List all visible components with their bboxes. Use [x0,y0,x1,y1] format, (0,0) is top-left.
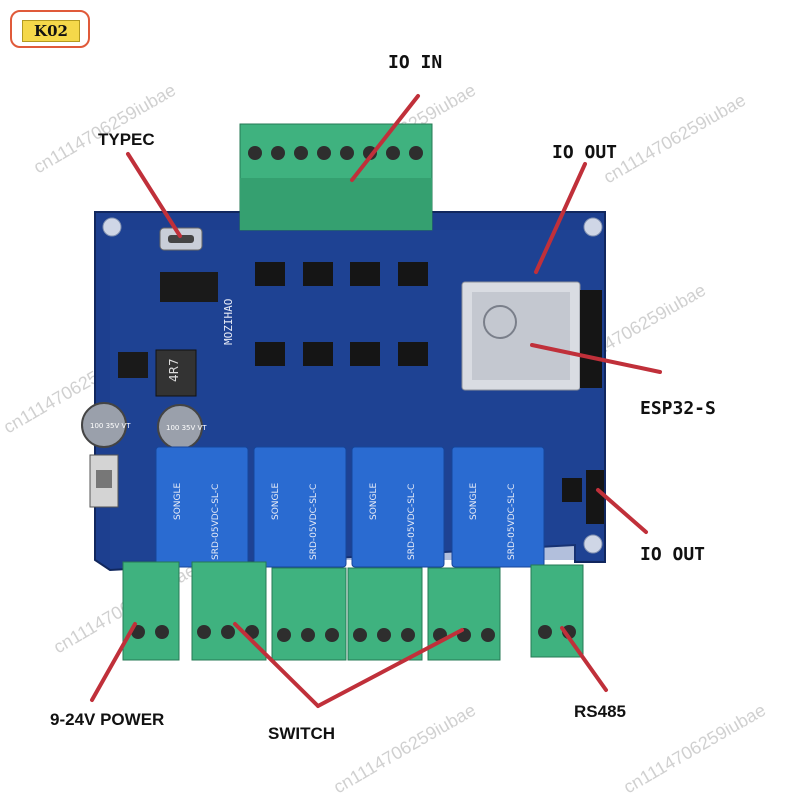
relay [155,446,249,568]
relay-4-model: SRD-05VDC-SL-C [507,484,517,560]
relay-3-model: SRD-05VDC-SL-C [407,484,417,560]
switch-terminal-3 [347,567,423,661]
power-switch [89,454,119,508]
arrow-io-out-top [534,162,587,274]
label-rs485: RS485 [574,702,626,721]
rs485-terminal [530,564,584,658]
label-io-out-top: IO OUT [552,142,618,163]
bottom-terminals [122,561,584,661]
relay-4-brand: SONGLE [469,482,479,520]
switch-terminal-2 [271,567,347,661]
label-esp32: ESP32-S [640,398,716,419]
mount-hole [583,534,603,554]
label-switch: SWITCH [268,724,336,743]
bottom-screws [131,625,576,642]
board-brand: MOZIHAO [222,299,235,345]
cap1-marking: 100 35V VT [90,422,131,430]
relay [253,446,347,568]
arrow-io-out-right [596,488,648,534]
relay-2-brand: SONGLE [271,482,281,520]
arrow-rs485 [560,626,608,692]
product-code-badge: K02 [10,10,90,48]
relay [351,446,445,568]
switch-terminal-4 [427,567,501,661]
relay-3-brand: SONGLE [369,482,379,520]
relay-1-brand: SONGLE [173,482,183,520]
arrow-power [90,622,137,702]
io-in-screws [248,146,423,160]
label-typec: TYPEC [98,130,155,149]
inductor [155,349,197,397]
relays [155,446,545,568]
label-io-in: IO IN [388,52,443,73]
optocouplers [255,262,428,366]
mount-hole [583,217,603,237]
arrow-switch-1 [233,622,320,708]
arrow-switch-2 [316,628,464,708]
arrow-typec [126,152,182,238]
inductor-marking: 4R7 [167,358,181,382]
label-power: 9-24V POWER [50,710,165,729]
arrow-io-in [350,94,420,182]
product-code: K02 [22,20,80,42]
capacitor [81,402,127,448]
relay-2-model: SRD-05VDC-SL-C [309,484,319,560]
cap2-marking: 100 35V VT [166,424,207,432]
relay [451,446,545,568]
label-io-out-right: IO OUT [640,544,706,565]
callout-arrows [90,94,662,708]
power-terminal [122,561,180,661]
mount-hole [102,217,122,237]
arrow-esp32 [530,343,662,374]
relay-1-model: SRD-05VDC-SL-C [211,484,221,560]
